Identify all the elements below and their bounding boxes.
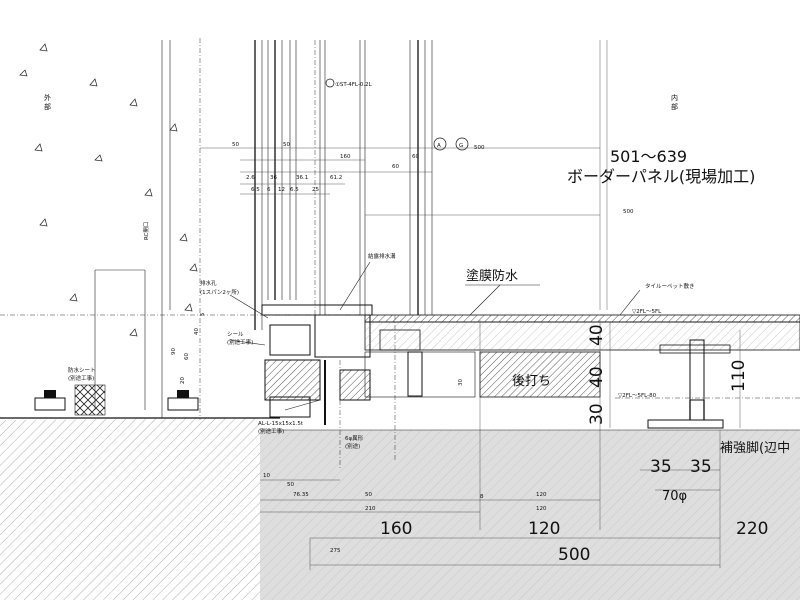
floor-buildup — [0, 314, 800, 429]
dim-40a: 40 — [587, 324, 607, 346]
leader-lines — [229, 261, 641, 411]
dim-160: 160 — [380, 519, 412, 539]
dim-60b: 60 — [412, 154, 419, 160]
dim-30a: 30 — [587, 403, 607, 425]
window-frame — [254, 40, 608, 330]
drain-hole-label: 排水孔 — [200, 279, 217, 287]
dim-30b: 30 — [458, 379, 464, 386]
dim-61-2: 61.2 — [330, 175, 342, 181]
post-cast-label: 後打ち — [512, 374, 551, 389]
dim-6-5a: 6.5 — [251, 187, 260, 193]
anchor-note-label: (別途) — [345, 442, 360, 450]
seal-label: シール — [227, 332, 244, 338]
dim-40b: 40 — [587, 366, 607, 388]
anchor-label: 6φ異形 — [345, 434, 364, 442]
angle-note-label: (別途工事) — [258, 427, 284, 435]
dim-120a: 120 — [536, 492, 547, 498]
dim-76-35: 76.35 — [293, 492, 309, 498]
exterior-label: 外部 — [44, 93, 51, 111]
exterior-concrete-wall — [19, 38, 201, 420]
dim-210: 210 — [365, 506, 376, 512]
dim-6-5b: 6.5 — [290, 187, 299, 193]
dim-500-upper: 500 — [623, 209, 634, 215]
anchor-bolts — [34, 384, 199, 416]
dim-35a: 35 — [650, 457, 672, 477]
grid-bubble-a — [433, 137, 447, 151]
dim-50b: 50 — [283, 142, 290, 148]
dim-36-1: 36.1 — [296, 175, 308, 181]
reinforcing-leg-label: 補強脚(辺中 — [720, 440, 790, 456]
dim-500: 500 — [558, 545, 590, 565]
dim-25: 25 — [312, 187, 319, 193]
dim-6b: 6 — [267, 187, 271, 193]
waterproof-coating-label: 塗膜防水 — [466, 268, 518, 284]
dim-35b: 35 — [690, 457, 712, 477]
sash-mark-bubble — [325, 78, 335, 88]
tile-carpet-label: タイルーペット敷き — [645, 282, 695, 290]
dim-90: 90 — [171, 348, 177, 355]
dim-120b: 120 — [536, 506, 547, 512]
level-2fl-sl-label: ▽2FL～5FL-80 — [618, 393, 657, 399]
grid-g-label: G — [459, 143, 463, 149]
grid-offset-label: 500 — [474, 145, 485, 151]
dim-5: 5 — [200, 312, 206, 316]
dim-40c: 40 — [194, 328, 200, 335]
seal-note-label: (別途工事) — [227, 338, 253, 346]
dim-12: 12 — [278, 187, 285, 193]
dimension-lines — [200, 147, 741, 570]
border-panel-label: ボーダーパネル(現場加工) — [567, 167, 755, 186]
sash-mark-label: ①ST-4FL-0.2L — [335, 82, 373, 88]
dim-110: 110 — [729, 360, 749, 392]
border-panel-size-label: 501～639 — [610, 147, 687, 166]
drain-gutter-label: 結露排水溝 — [368, 252, 396, 260]
dim-50c: 50 — [287, 482, 294, 488]
dim-50a: 50 — [232, 142, 239, 148]
waterproof-sheet-label: 防水シート — [68, 366, 96, 374]
dim-275: 275 — [330, 548, 341, 554]
grid-a-label: A — [437, 143, 441, 149]
angle-label: AL-L-15x15x1.5t — [258, 421, 304, 427]
dim-8: 8 — [480, 494, 484, 500]
interior-label: 内部 — [671, 93, 678, 111]
rc-opening-label: RC開口 — [143, 222, 150, 240]
drain-hole-spec-label: (1スパン2ヶ所) — [200, 288, 239, 296]
dim-60a: 60 — [392, 164, 399, 170]
grid-markers — [325, 78, 469, 151]
dim-160-top: 160 — [340, 154, 351, 160]
dim-50d: 50 — [365, 492, 372, 498]
dim-2-6: 2.6 — [246, 175, 255, 181]
dim-120: 120 — [528, 519, 560, 539]
waterproof-sheet-note-label: (別途工事) — [68, 374, 94, 382]
level-2fl-label: ▽2FL～5FL — [632, 309, 662, 315]
dim-36: 36 — [270, 175, 277, 181]
grid-bubble-g — [455, 137, 469, 151]
ground-concrete — [0, 417, 800, 600]
dim-10: 10 — [263, 473, 270, 479]
dim-220: 220 — [736, 519, 768, 539]
dim-20: 20 — [180, 377, 186, 384]
dim-60c: 60 — [184, 353, 190, 360]
dia-70-label: 70φ — [662, 489, 687, 504]
